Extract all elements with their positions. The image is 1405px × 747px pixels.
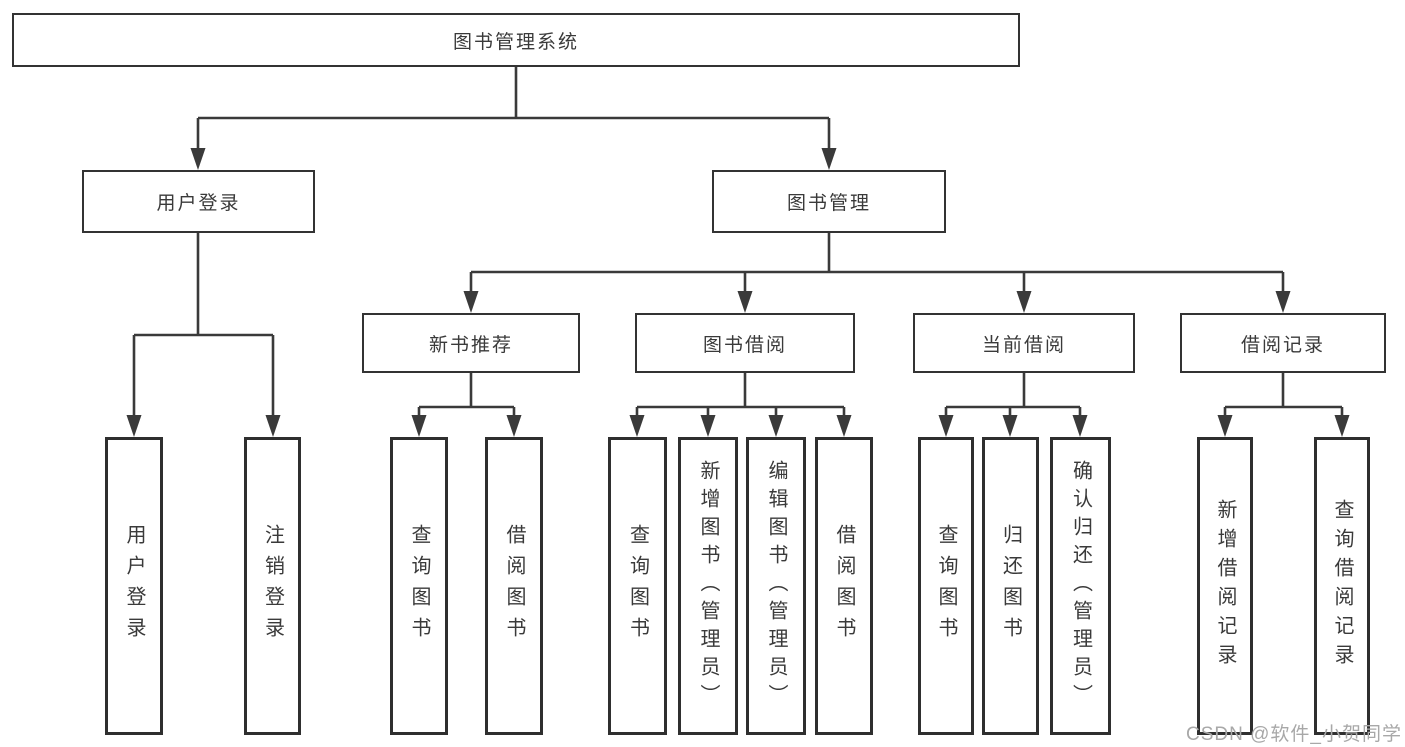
leaf-logout: 注销登录: [244, 437, 301, 735]
leaf-borrowing-query-books: 查询图书: [608, 437, 667, 735]
node-new-book-recommendation-label: 新书推荐: [428, 334, 513, 356]
leaf-edit-books-admin-label: 编辑图书（管理员）: [765, 460, 787, 712]
leaf-query-borrow-record-label: 查询借阅记录: [1331, 499, 1353, 673]
node-book-management: 图书管理: [712, 170, 946, 233]
node-new-book-recommendation: 新书推荐: [362, 313, 580, 373]
leaf-confirm-return-admin: 确认归还（管理员）: [1050, 437, 1111, 735]
leaf-edit-books-admin: 编辑图书（管理员）: [746, 437, 806, 735]
leaf-add-books-admin: 新增图书（管理员）: [678, 437, 738, 735]
leaf-borrow-books-label: 借阅图书: [833, 524, 855, 648]
leaf-recommend-borrow-books-label: 借阅图书: [503, 524, 525, 648]
leaf-add-borrow-record-label: 新增借阅记录: [1214, 499, 1236, 673]
leaf-query-borrow-record: 查询借阅记录: [1314, 437, 1370, 735]
node-book-borrowing: 图书借阅: [635, 313, 855, 373]
node-root-label: 图书管理系统: [452, 31, 579, 53]
leaf-borrow-books: 借阅图书: [815, 437, 873, 735]
leaf-add-books-admin-label: 新增图书（管理员）: [697, 460, 719, 712]
leaf-recommend-query-books: 查询图书: [390, 437, 448, 735]
node-book-borrowing-label: 图书借阅: [702, 334, 787, 356]
leaf-recommend-borrow-books: 借阅图书: [485, 437, 543, 735]
leaf-add-borrow-record: 新增借阅记录: [1197, 437, 1253, 735]
leaf-borrowing-query-books-label: 查询图书: [626, 524, 649, 648]
csdn-watermark: CSDN @软件_小贺同学: [1186, 724, 1402, 745]
leaf-logout-label: 注销登录: [261, 524, 284, 648]
node-book-management-label: 图书管理: [786, 193, 871, 214]
node-root: 图书管理系统: [12, 13, 1020, 67]
leaf-current-query-books-label: 查询图书: [935, 524, 957, 648]
node-borrowing-records: 借阅记录: [1180, 313, 1386, 373]
node-current-borrowing: 当前借阅: [913, 313, 1135, 373]
leaf-user-login-label: 用户登录: [123, 524, 145, 648]
leaf-user-login: 用户登录: [105, 437, 163, 735]
node-user-login: 用户登录: [82, 170, 315, 233]
leaf-return-books: 归还图书: [982, 437, 1039, 735]
leaf-recommend-query-books-label: 查询图书: [408, 524, 430, 648]
node-borrowing-records-label: 借阅记录: [1240, 334, 1325, 356]
node-user-login-label: 用户登录: [156, 193, 241, 214]
leaf-return-books-label: 归还图书: [999, 524, 1022, 648]
leaf-confirm-return-admin-label: 确认归还（管理员）: [1069, 460, 1092, 712]
node-current-borrowing-label: 当前借阅: [981, 334, 1066, 356]
leaf-current-query-books: 查询图书: [918, 437, 974, 735]
